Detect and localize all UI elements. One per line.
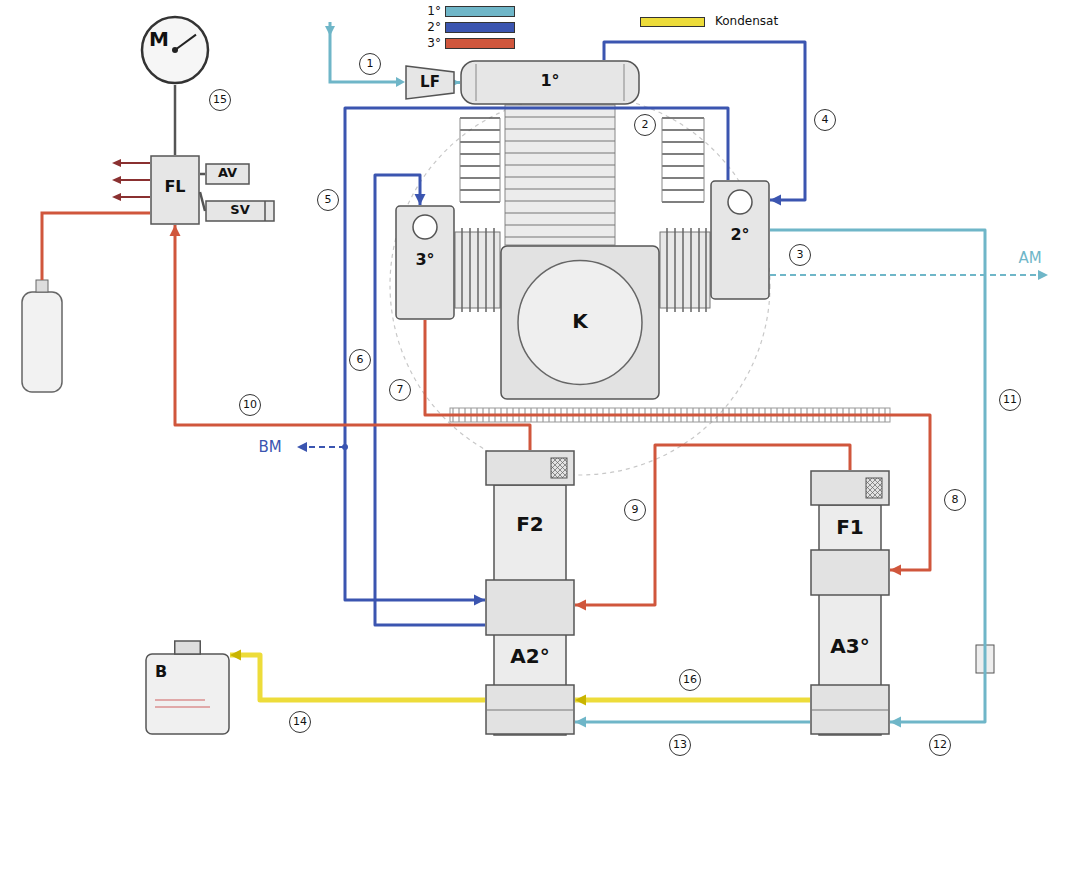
pipe-connector	[375, 175, 485, 625]
condensate-bottle: B	[145, 640, 230, 735]
node-label: M	[149, 27, 169, 51]
node-outline	[145, 640, 230, 735]
pipe-connector	[200, 192, 205, 211]
callout-number: 10	[239, 394, 261, 416]
legend-label: 1°	[427, 4, 441, 18]
node-label: FL	[164, 177, 185, 196]
flow-label: BM	[256, 438, 283, 456]
legend-label: 2°	[427, 20, 441, 34]
node-label: 2°	[730, 225, 749, 244]
valve-box: AV	[205, 163, 250, 185]
callout-number: 5	[317, 189, 339, 211]
callout-number: 4	[814, 109, 836, 131]
valve-box: SV	[205, 200, 275, 222]
arrow-head	[890, 717, 901, 728]
arrow-head	[230, 650, 241, 661]
stage-cylinder: 2°	[710, 180, 770, 300]
pipe-connector	[575, 445, 850, 611]
pipe-line	[345, 108, 728, 600]
pipe-line	[174, 85, 177, 155]
arrow-head	[890, 564, 901, 575]
pipe-line	[575, 720, 810, 723]
pipe-connector	[170, 225, 531, 450]
callout-number: 9	[624, 499, 646, 521]
arrow-head	[170, 225, 181, 236]
arrow-head	[415, 194, 426, 205]
node-label: F2	[516, 512, 544, 536]
node-label: A2°	[510, 644, 549, 668]
pipe-line	[375, 175, 485, 625]
callout-number: 7	[389, 379, 411, 401]
node-label: AV	[218, 165, 237, 181]
legend-swatch	[445, 6, 515, 17]
arrow-head	[575, 694, 586, 705]
arrow-head	[575, 600, 586, 611]
pipe-line	[200, 173, 205, 176]
arrow-head	[474, 594, 485, 605]
filter-separator: F1A3°	[810, 470, 890, 735]
callout-number: 16	[679, 669, 701, 691]
pipe-line	[230, 655, 485, 700]
pipe-line	[175, 225, 530, 450]
callout-number: 3	[789, 244, 811, 266]
arrow-head	[575, 716, 586, 727]
callout-number: 12	[929, 734, 951, 756]
legend-swatch	[445, 22, 515, 33]
pressure-gauge: M	[140, 15, 210, 85]
callout-number: 15	[209, 89, 231, 111]
callout-number: 14	[289, 711, 311, 733]
node-label: K	[572, 309, 588, 333]
node-label: A3°	[830, 634, 869, 658]
pipe-connector	[230, 650, 485, 700]
node-outline	[485, 450, 575, 735]
pipe-connector	[575, 694, 810, 705]
pipe-connector	[175, 85, 176, 155]
callout-number: 2	[634, 114, 656, 136]
legend-swatch	[640, 17, 705, 27]
arrow-head	[770, 195, 781, 206]
filling-block: FL	[150, 155, 200, 225]
pipe-line	[575, 445, 850, 605]
node-outline	[810, 470, 890, 735]
node-label: SV	[230, 202, 249, 218]
callout-number: 6	[349, 349, 371, 371]
stage-cylinder: 3°	[395, 205, 455, 320]
callout-number: 1	[359, 53, 381, 75]
node-label: 1°	[540, 71, 559, 90]
stage-cylinder: 1°	[460, 60, 640, 105]
legend-label: Kondensat	[715, 14, 778, 28]
pipe-connector	[345, 108, 728, 605]
air-filter: LF	[405, 65, 455, 100]
legend-swatch	[445, 38, 515, 49]
node-label: F1	[836, 515, 864, 539]
node-label: 3°	[415, 250, 434, 269]
callout-number: 13	[669, 734, 691, 756]
callout-number: 11	[999, 389, 1021, 411]
legend-label: 3°	[427, 36, 441, 50]
pipe-line	[575, 697, 810, 702]
pipe-connector	[200, 173, 205, 174]
crankcase: K	[500, 245, 660, 400]
pipe-connector	[575, 716, 810, 727]
filter-separator: F2A2°	[485, 450, 575, 735]
flow-label: AM	[1016, 249, 1043, 267]
callout-number: 8	[944, 489, 966, 511]
node-label: LF	[420, 73, 440, 91]
node-label: B	[155, 662, 167, 681]
pipe-line	[200, 192, 205, 211]
